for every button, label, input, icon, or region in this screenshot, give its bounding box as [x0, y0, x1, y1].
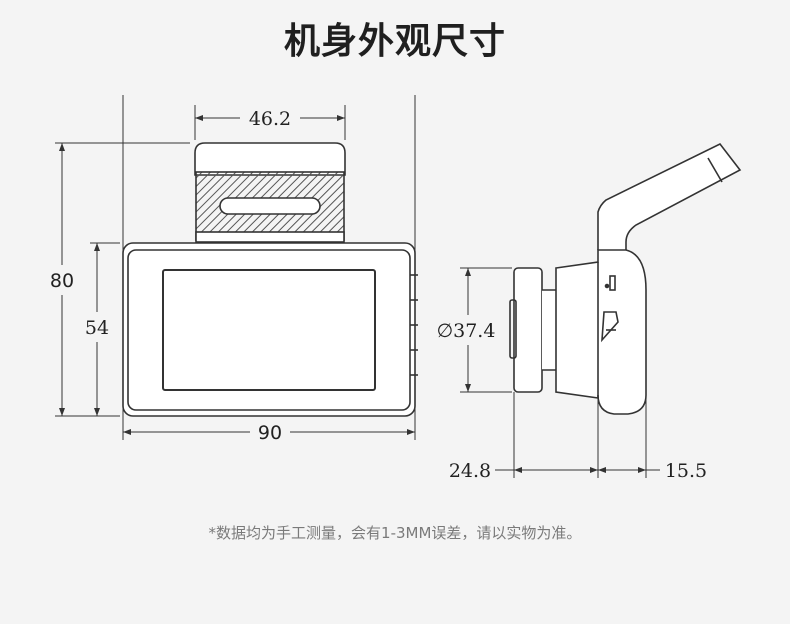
- dim-top-width: 46.2: [249, 108, 291, 130]
- dim-width: 90: [258, 422, 282, 444]
- measurement-note: *数据均为手工测量，会有1-3MM误差，请以实物为准。: [208, 524, 582, 542]
- sd-card-slot-icon: [601, 311, 619, 343]
- front-dimension-lines: [55, 95, 416, 440]
- page-title: 机身外观尺寸: [283, 21, 506, 62]
- mount-disc: [513, 267, 543, 393]
- screen: [162, 269, 376, 391]
- dim-height: 80: [50, 270, 74, 292]
- front-view: [122, 142, 418, 417]
- front-arrows: [59, 115, 415, 435]
- dim-depth-right: 15.5: [665, 460, 707, 482]
- side-body: [555, 249, 647, 415]
- mount-slot: [219, 197, 321, 215]
- dim-mount-diameter: ∅37.4: [437, 320, 496, 342]
- side-view: [509, 142, 742, 415]
- side-arrows: [465, 268, 646, 473]
- dim-body-height: 54: [85, 317, 109, 339]
- side-dimension-lines: [460, 267, 660, 478]
- dim-depth-left: 24.8: [449, 460, 491, 482]
